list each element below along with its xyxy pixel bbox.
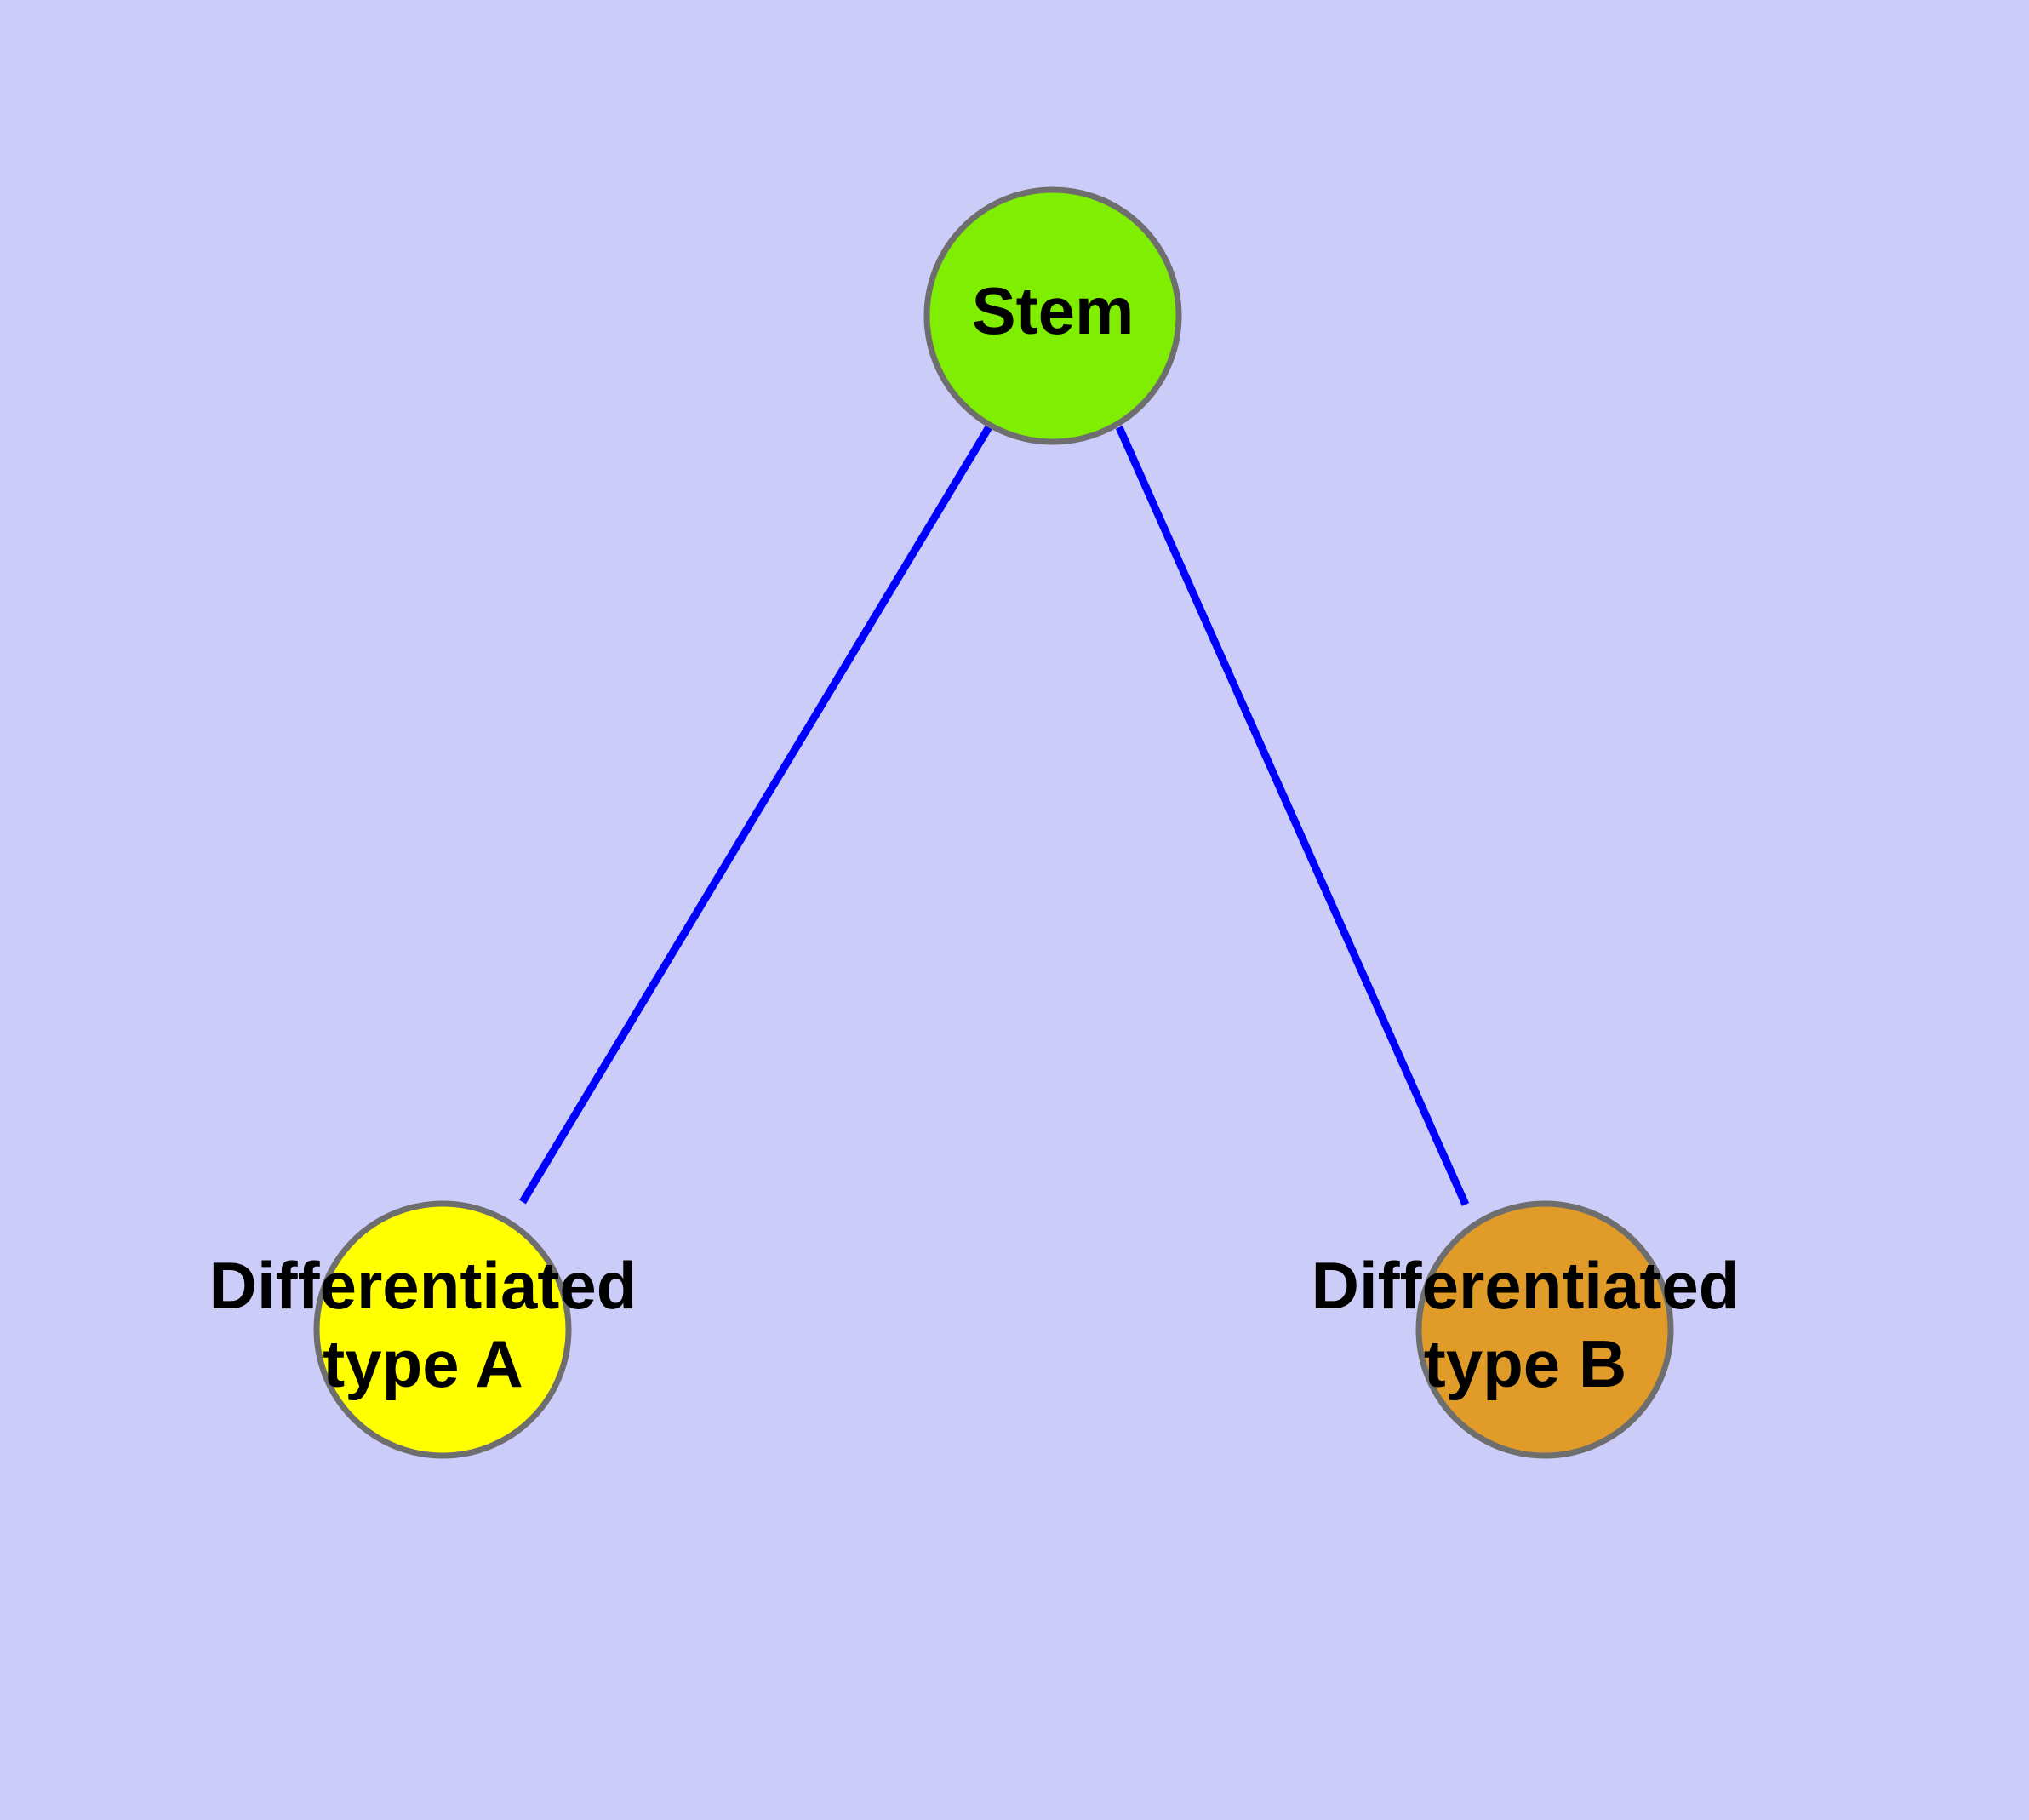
edge-stem-to-a[interactable]	[519, 423, 993, 1205]
node-label-stem: Stem	[972, 273, 1135, 348]
node-diff-b[interactable]	[1415, 1200, 1674, 1459]
edges-group	[519, 423, 1470, 1206]
edge-stem-to-b[interactable]	[1115, 426, 1470, 1206]
node-label-line: Stem	[972, 273, 1135, 348]
node-label-line: type A	[323, 1326, 523, 1401]
node-label-line: type B	[1424, 1326, 1626, 1401]
node-diff-a[interactable]	[313, 1200, 572, 1459]
nodes-group	[313, 186, 1674, 1459]
node-stem[interactable]	[923, 186, 1182, 445]
node-label-line: Differentiated	[1312, 1248, 1740, 1323]
node-label-line: Differentiated	[209, 1248, 637, 1323]
